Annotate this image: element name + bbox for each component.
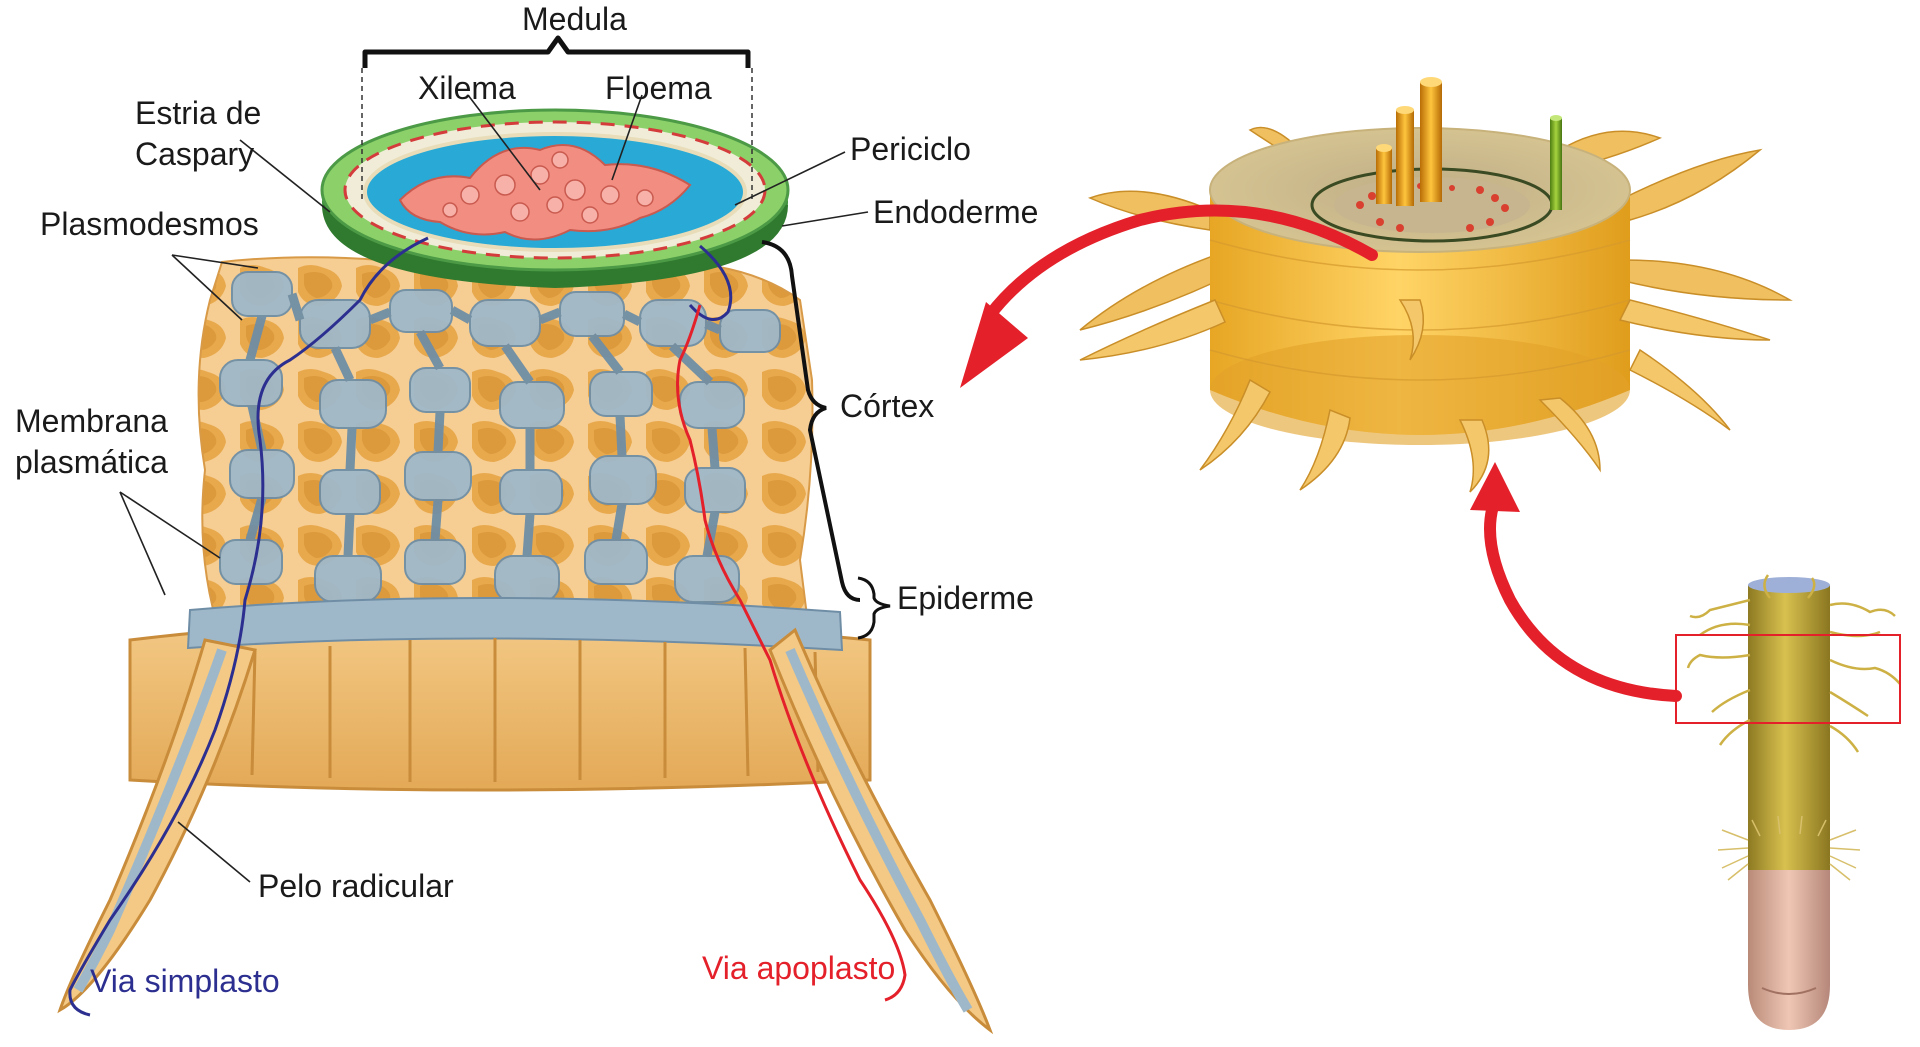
label-medula: Medula [522,1,627,37]
root-hair-right-inner [785,648,973,1013]
apoplast-path-line [676,304,907,1002]
label-estria-line1: Estria de [135,95,262,131]
whole-root [1675,574,1901,1030]
zoom-highlight-box [1675,634,1901,724]
root-cross-section [57,35,994,1035]
leader-lines [119,94,869,883]
cortex-bracket [761,240,861,602]
label-endoderme: Endoderme [873,194,1039,230]
label-membrana-line1: Membrana [15,403,168,439]
label-pelo-radicular: Pelo radicular [258,868,454,904]
root-hair-left-inner [73,648,227,993]
label-cortex: Córtex [840,388,935,424]
label-via-apoplasto: Via apoplasto [702,950,896,986]
stele [320,108,790,288]
label-xilema: Xilema [418,70,516,106]
label-floema: Floema [605,70,712,106]
red-arrow-left [984,204,1378,321]
label-epiderme: Epiderme [897,580,1034,616]
epidermis-layer [128,597,872,792]
label-via-simplasto: Via simplasto [90,963,280,999]
medula-bracket [362,35,751,68]
label-membrana-line2: plasmática [15,444,168,480]
epiderme-bracket [857,576,891,640]
label-periciclo: Periciclo [850,131,971,167]
symplast-path-line [68,236,429,1017]
label-plasmodesmos: Plasmodesmos [40,206,259,242]
xylem-vessels [1376,77,1562,210]
label-estria-line2: Caspary [135,136,255,172]
root-3d-segment [960,77,1901,1030]
red-arrow-up [1484,494,1682,702]
symplast-path-line-2 [688,244,733,321]
xylem-star [398,144,692,241]
symplast-network [219,271,781,603]
